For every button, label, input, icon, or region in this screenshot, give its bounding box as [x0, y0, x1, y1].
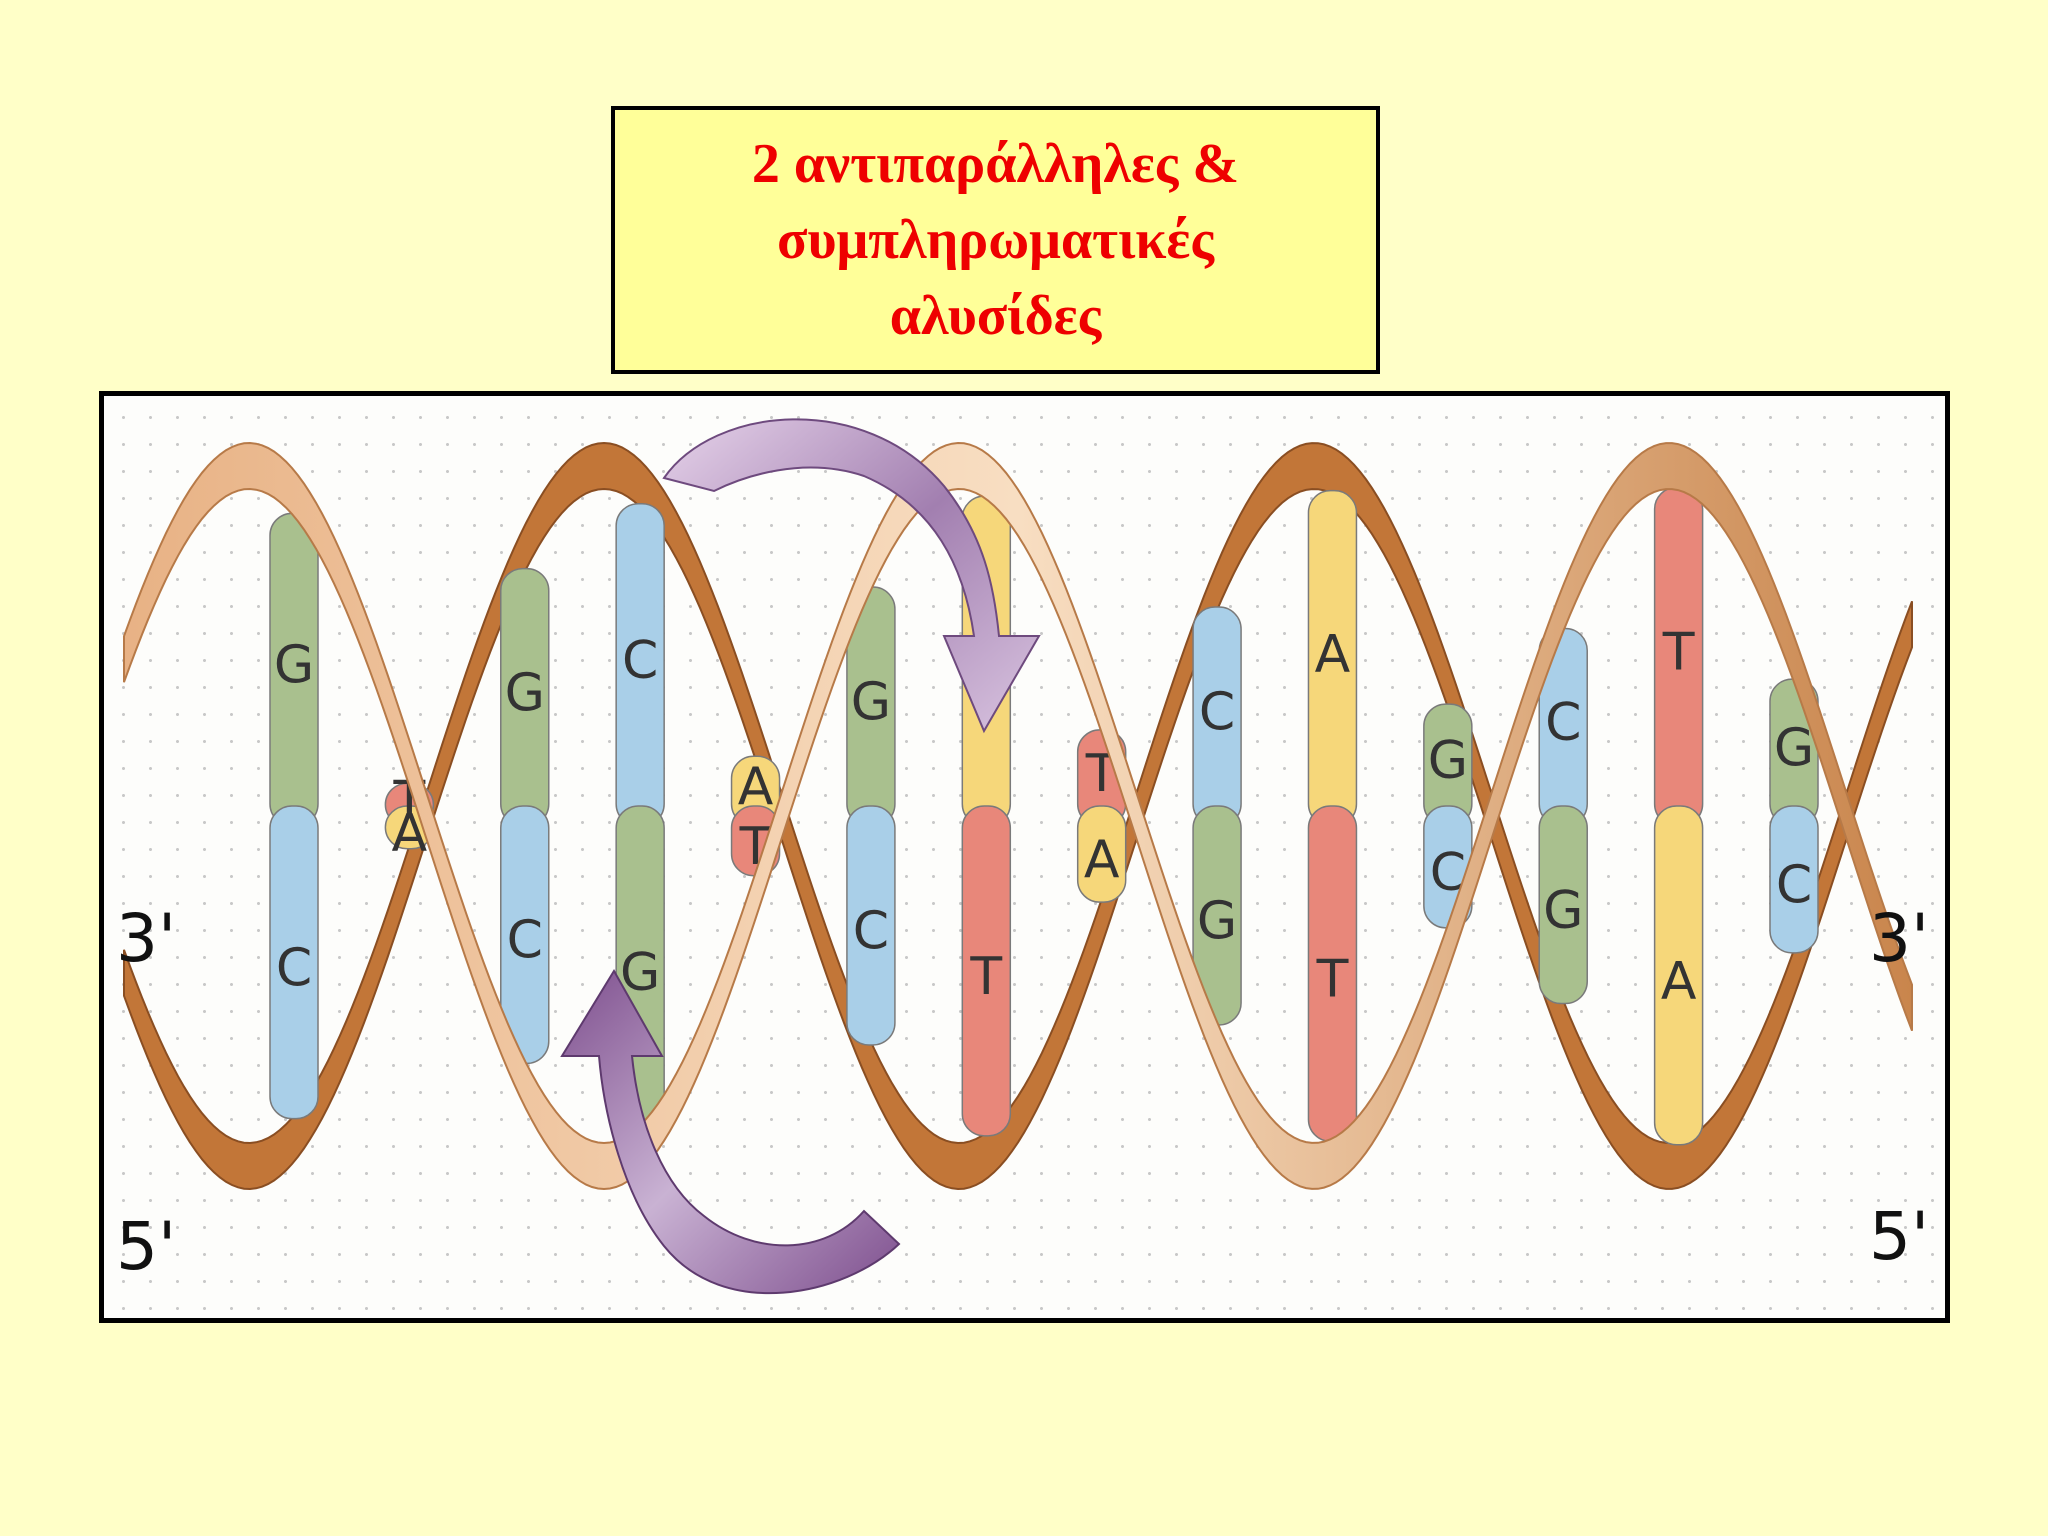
- base-pair: CG: [1538, 627, 1588, 1005]
- base-pair: TA: [1653, 486, 1704, 1146]
- base-letter-top: C: [1199, 683, 1235, 743]
- base-pair: GC: [1423, 703, 1473, 929]
- base-letter-bottom: C: [853, 901, 889, 961]
- base-block-bottom: [1769, 805, 1819, 954]
- strand-end-right-bottom: 5': [1869, 1198, 1930, 1275]
- base-block-bottom: [1076, 805, 1127, 903]
- title-box: 2 αντιπαράλληλες & συμπληρωματικές αλυσί…: [611, 106, 1380, 374]
- strand-end-left-top: 3': [116, 900, 177, 977]
- base-letter-bottom: A: [1084, 830, 1120, 890]
- base-pair: GC: [269, 512, 319, 1120]
- base-letter-bottom: T: [969, 947, 1002, 1007]
- curved-arrow-bottom-icon: [560, 969, 901, 1295]
- base-letter-bottom: A: [1661, 951, 1697, 1011]
- dna-helix-figure: GCTAGCCGATGCATTACGATGCCGTAGC 3' 5' 3' 5': [99, 391, 1950, 1323]
- base-block-bottom: [269, 805, 319, 1120]
- base-pair: GC: [500, 567, 550, 1065]
- curved-arrow-top-icon: [662, 418, 1041, 734]
- strand-end-right-top: 3': [1869, 900, 1930, 977]
- base-block-bottom: [846, 805, 896, 1046]
- base-pair: AT: [1307, 489, 1358, 1143]
- base-letter-top: C: [1545, 693, 1581, 753]
- base-letter-top: A: [738, 757, 774, 817]
- dna-helix-diagram: GCTAGCCGATGCATTACGATGCCGTAGC: [123, 418, 1913, 1295]
- title-line-1: 2 αντιπαράλληλες &: [751, 133, 1240, 195]
- base-letter-top: G: [1428, 731, 1468, 791]
- strand-end-left-bottom: 5': [116, 1208, 177, 1285]
- base-pair: CG: [1192, 606, 1242, 1026]
- base-pairs: GCTAGCCGATGCATTACGATGCCGTAGC: [269, 486, 1819, 1146]
- base-letter-top: G: [851, 673, 891, 733]
- base-letter-top: T: [1662, 623, 1695, 683]
- base-letter-top: G: [505, 663, 545, 723]
- base-letter-bottom: G: [1197, 891, 1237, 951]
- title-line-3: αλυσίδες: [889, 285, 1102, 347]
- strand-a-ribbon: [123, 441, 1913, 1191]
- base-letter-top: G: [274, 636, 314, 696]
- base-pair: GC: [846, 586, 896, 1046]
- front-strand-ribbon: [123, 441, 1913, 1191]
- base-block-bottom: [1653, 805, 1704, 1146]
- base-letter-top: A: [1315, 624, 1351, 684]
- title-line-2: συμπληρωματικές: [777, 209, 1214, 271]
- base-block-bottom: [961, 805, 1012, 1137]
- base-block-bottom: [1538, 805, 1588, 1005]
- base-letter-bottom: C: [507, 911, 543, 971]
- base-letter-bottom: G: [1543, 881, 1583, 941]
- base-letter-bottom: T: [1316, 950, 1349, 1010]
- base-letter-top: G: [1774, 719, 1814, 779]
- rotation-arrows: [560, 418, 1041, 1295]
- base-letter-bottom: C: [276, 938, 312, 998]
- base-letter-top: C: [622, 631, 658, 691]
- base-letter-bottom: C: [1776, 855, 1812, 915]
